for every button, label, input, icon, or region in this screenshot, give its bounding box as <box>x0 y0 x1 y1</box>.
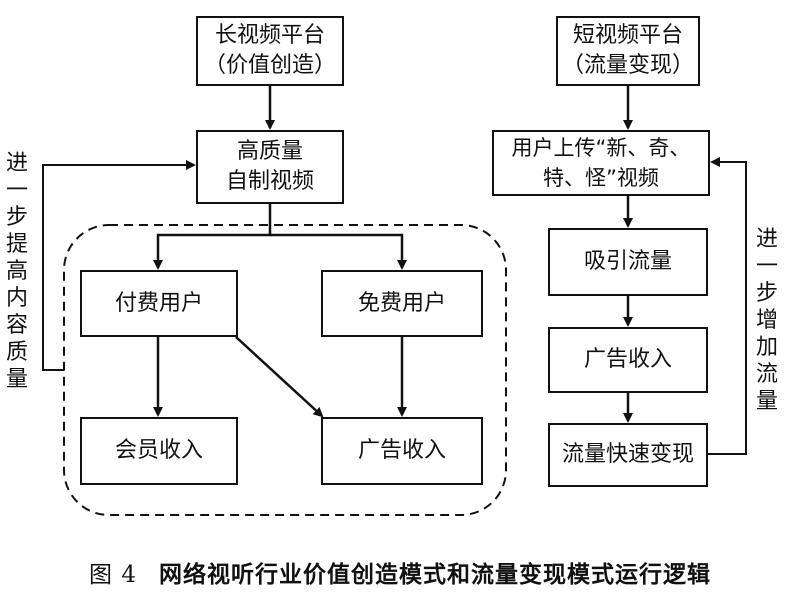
short-video-platform-box: 短视频平台 （流量变现） <box>556 16 700 86</box>
user-upload-label: 用户上传“新、奇、 特、怪”视频 <box>511 136 691 190</box>
arrow-content-to-free <box>270 233 407 270</box>
short-video-platform-label: 短视频平台 （流量变现） <box>561 23 694 78</box>
attract-traffic-label: 吸引流量 <box>583 249 672 274</box>
right-ad-income-label: 广告收入 <box>583 347 672 372</box>
right-ad-income-box: 广告收入 <box>548 327 708 393</box>
left-ad-income-label: 广告收入 <box>357 438 446 463</box>
attract-traffic-box: 吸引流量 <box>548 228 708 296</box>
left-ad-income-box: 广告收入 <box>321 417 483 485</box>
arrow-content-split <box>153 204 272 270</box>
free-users-label: 免费用户 <box>357 290 446 316</box>
figure-title: 网络视听行业价值创造模式和流量变现模式运行逻辑 <box>158 562 711 588</box>
long-video-platform-box: 长视频平台 （价值创造） <box>196 16 344 86</box>
user-upload-box: 用户上传“新、奇、 特、怪”视频 <box>492 130 710 196</box>
right-feedback-label: 进一步 增加流 量 <box>755 227 778 414</box>
member-income-label: 会员收入 <box>114 438 203 463</box>
arrow-right-feedback <box>708 157 747 455</box>
figure-number: 图 4 <box>89 562 137 588</box>
quick-monetize-box: 流量快速变现 <box>548 423 708 487</box>
paid-users-box: 付费用户 <box>80 270 238 337</box>
self-made-video-box: 高质量 自制视频 <box>196 130 344 204</box>
figure-caption: 图 4 网络视听行业价值创造模式和流量变现模式运行逻辑 <box>0 555 800 589</box>
paid-users-label: 付费用户 <box>114 290 203 316</box>
left-feedback-label: 进一步 提高内 容质量 <box>5 151 28 392</box>
arrow-left-feedback <box>42 160 196 371</box>
quick-monetize-label: 流量快速变现 <box>561 442 694 467</box>
free-users-box: 免费用户 <box>321 270 483 337</box>
long-video-platform-label: 长视频平台 （价值创造） <box>203 23 336 78</box>
arrow-paid-to-ad <box>235 336 324 418</box>
self-made-video-label: 高质量 自制视频 <box>225 139 314 194</box>
member-income-box: 会员收入 <box>80 417 238 485</box>
